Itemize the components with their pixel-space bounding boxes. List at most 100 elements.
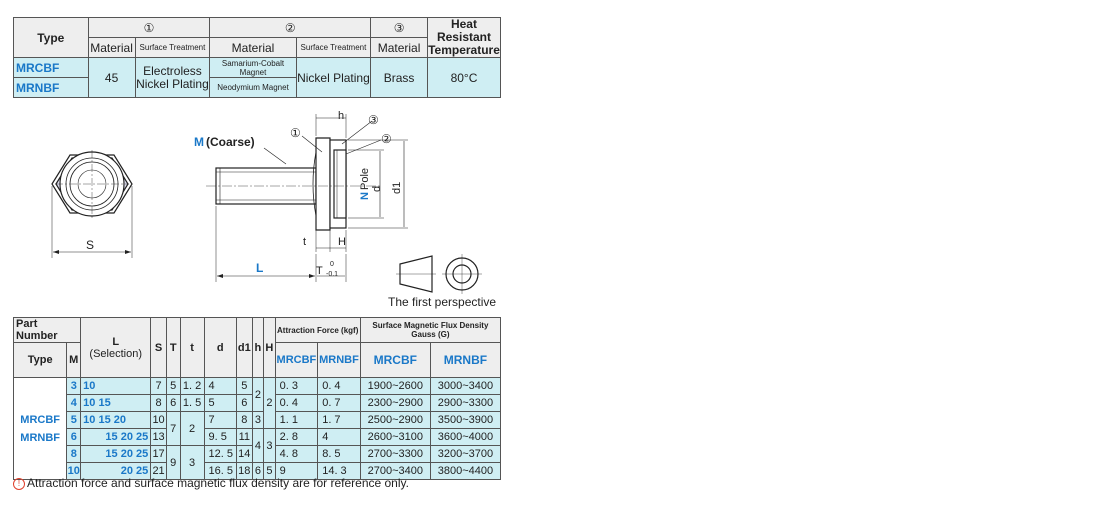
m-cell: 4 xyxy=(66,394,82,412)
technical-drawing: S M (Coarse) ① ③ ② h H t L T 0 -0.1 N Po… xyxy=(51,110,496,309)
flux-mrnbf-cell: 3500~3900 xyxy=(429,411,502,429)
h-cell: 3 xyxy=(251,411,265,429)
callout-1: ① xyxy=(290,126,301,140)
flux-mrnbf-cell: 3000~3400 xyxy=(429,377,502,395)
flux-mrcbf-cell: 1900~2600 xyxy=(359,377,431,395)
s-cell: 17 xyxy=(150,445,167,463)
af-mrnbf-cell: 14. 3 xyxy=(317,462,361,480)
af-mrcbf-cell: 0. 3 xyxy=(274,377,319,395)
d1-cell: 5 xyxy=(235,377,253,395)
spec-table: Type ① ② ③ Heat Resistant Temperature Ma… xyxy=(13,17,502,98)
warning-icon: ! xyxy=(13,477,25,490)
l-cell: 20 25 xyxy=(80,462,152,480)
flux-mrcbf-cell: 2600~3100 xyxy=(359,428,431,446)
H-cell: 3 xyxy=(263,428,276,463)
type-mrcbf: MRCBF xyxy=(20,413,61,426)
spec-magnet1-value: Samarium-Cobalt Magnet xyxy=(209,57,297,78)
spec-group1-header: ① xyxy=(87,17,211,38)
flux-mrnbf-cell: 3800~4400 xyxy=(429,462,502,480)
part-number-header: Part Number xyxy=(12,317,82,343)
dim-d-label: d xyxy=(371,186,383,192)
dim-T-label: T xyxy=(316,265,323,277)
spec-surface1-value: Electroless Nickel Plating xyxy=(134,57,211,98)
spec-material2-header: Material xyxy=(209,37,297,58)
af-mrnbf-cell: 0. 7 xyxy=(317,394,361,412)
s-cell: 8 xyxy=(150,394,167,412)
m-cell: 3 xyxy=(66,377,82,395)
l-header-letter: L xyxy=(112,335,120,348)
flux-mrnbf-header: MRNBF xyxy=(429,342,502,378)
s-header: S xyxy=(150,317,167,378)
flux-mrcbf-header: MRCBF xyxy=(359,342,431,378)
spec-surface2-value: Nickel Plating xyxy=(295,57,372,98)
d-cell: 9. 5 xyxy=(203,428,237,446)
first-perspective-symbol xyxy=(396,254,482,294)
d1-cell: 11 xyxy=(235,428,253,446)
d-cell: 5 xyxy=(203,394,237,412)
pole-text: Pole xyxy=(359,168,371,190)
thread-label-m: M xyxy=(194,135,204,149)
flux-header: Surface Magnetic Flux Density Gauss (G) xyxy=(359,317,502,343)
d-cell: 16. 5 xyxy=(203,462,237,480)
spec-heat-value: 80°C xyxy=(426,57,502,98)
h-cell: 4 xyxy=(251,428,265,463)
spec-material3-header: Material xyxy=(370,37,428,58)
s-cell: 21 xyxy=(150,462,167,480)
t-lower-header: t xyxy=(179,317,205,378)
spec-surface2-header: Surface Treatment xyxy=(295,37,372,58)
d1-header: d1 xyxy=(235,317,253,378)
d-cell: 7 xyxy=(203,411,237,429)
flux-mrcbf-cell: 2700~3300 xyxy=(359,445,431,463)
m-cell: 6 xyxy=(66,428,82,446)
t-upper-cell: 9 xyxy=(165,445,181,480)
dimension-table: Part Number L (Selection) S T t d d1 h H… xyxy=(12,317,502,480)
dim-h-label: h xyxy=(338,110,344,122)
af-mrnbf-cell: 4 xyxy=(317,428,361,446)
spec-material3-value: Brass xyxy=(370,57,428,98)
dim-H-label: H xyxy=(338,236,346,248)
flux-mrcbf-cell: 2700~3400 xyxy=(359,462,431,480)
l-header: L (Selection) xyxy=(80,317,152,378)
af-mrcbf-cell: 4. 8 xyxy=(274,445,319,463)
spec-type-mrcbf: MRCBF xyxy=(13,57,89,78)
spec-group3-header: ③ xyxy=(370,17,428,38)
type-header: Type xyxy=(12,342,68,378)
first-perspective-label: The first perspective xyxy=(388,295,496,309)
side-view xyxy=(206,114,408,282)
dim-s-label: S xyxy=(86,238,94,252)
flux-mrcbf-cell: 2500~2900 xyxy=(359,411,431,429)
dim-t-label: t xyxy=(303,236,306,248)
t-upper-header: T xyxy=(165,317,181,378)
af-mrcbf-cell: 2. 8 xyxy=(274,428,319,446)
callout-3: ③ xyxy=(368,113,379,127)
reference-note-text: Attraction force and surface magnetic fl… xyxy=(27,476,409,490)
dim-L-label: L xyxy=(256,261,263,275)
spec-type-mrnbf: MRNBF xyxy=(13,77,89,98)
af-mrnbf-cell: 8. 5 xyxy=(317,445,361,463)
pole-n-label: N xyxy=(359,192,371,200)
l-cell: 15 20 25 xyxy=(80,428,152,446)
l-cell: 15 20 25 xyxy=(80,445,152,463)
attraction-header: Attraction Force (kgf) xyxy=(274,317,361,343)
m-header: M xyxy=(66,342,82,378)
l-cell: 10 15 xyxy=(80,394,152,412)
af-mrnbf-cell: 0. 4 xyxy=(317,377,361,395)
callout-2: ② xyxy=(381,132,392,146)
spec-heat-header: Heat Resistant Temperature xyxy=(426,17,502,58)
h-header: h xyxy=(251,317,265,378)
d-cell: 4 xyxy=(203,377,237,395)
flux-mrnbf-cell: 3600~4000 xyxy=(429,428,502,446)
spec-magnet2-value: Neodymium Magnet xyxy=(209,77,297,98)
af-mrcbf-cell: 9 xyxy=(274,462,319,480)
t-lower-cell: 1. 2 xyxy=(179,377,205,395)
type-mrnbf: MRNBF xyxy=(20,431,61,444)
d1-cell: 18 xyxy=(235,462,253,480)
H-header: H xyxy=(263,317,276,378)
d-header: d xyxy=(203,317,237,378)
t-upper-cell: 7 xyxy=(165,411,181,446)
hex-end-view xyxy=(51,150,133,258)
t-upper-cell: 5 xyxy=(165,377,181,395)
t-lower-cell: 1. 5 xyxy=(179,394,205,412)
s-cell: 13 xyxy=(150,428,167,446)
tol-T-lower: -0.1 xyxy=(326,271,338,278)
